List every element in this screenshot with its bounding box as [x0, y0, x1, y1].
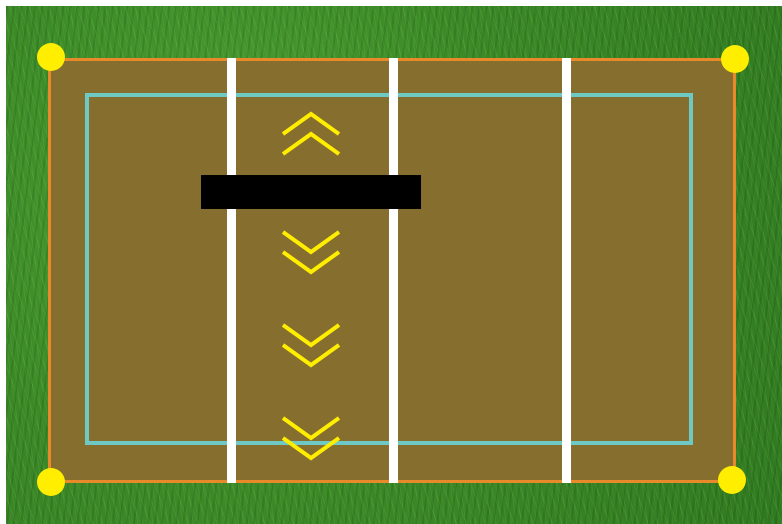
corner-marker-top-right[interactable]	[721, 45, 749, 73]
court-line-center	[389, 58, 398, 483]
double-chevron-up-icon	[281, 110, 341, 158]
double-chevron-down-icon	[281, 228, 341, 276]
black-bar[interactable]	[201, 175, 421, 209]
court-line-left	[227, 58, 236, 483]
corner-marker-bottom-right[interactable]	[718, 466, 746, 494]
double-chevron-down-icon	[281, 321, 341, 369]
corner-marker-top-left[interactable]	[37, 43, 65, 71]
corner-marker-bottom-left[interactable]	[37, 468, 65, 496]
court-line-right	[562, 58, 571, 483]
double-chevron-down-icon	[281, 414, 341, 462]
